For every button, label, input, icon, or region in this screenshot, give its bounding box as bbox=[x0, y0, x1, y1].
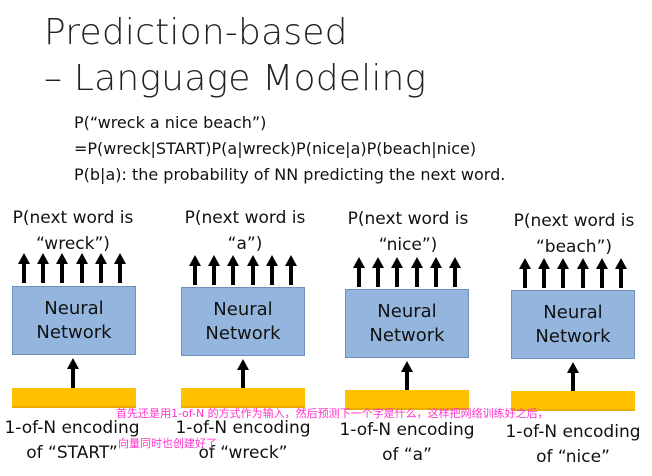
input-arrow-icon-1 bbox=[67, 358, 79, 388]
up-arrow-icon bbox=[614, 258, 627, 288]
slide-title: Prediction-based – Language Modeling bbox=[44, 10, 426, 102]
input-vector-bar-3 bbox=[345, 390, 469, 410]
next-word-label-1: P(next word is “wreck”) bbox=[12, 208, 134, 254]
encoding-label-4: 1-of-N encoding of “nice” bbox=[505, 422, 641, 467]
neural-network-box-1: Neural Network bbox=[12, 286, 136, 355]
encoding-label-1: 1-of-N encoding of “START” bbox=[4, 418, 140, 463]
neural-network-box-3: Neural Network bbox=[345, 289, 469, 358]
up-arrow-icon bbox=[189, 255, 201, 285]
up-arrow-icon bbox=[353, 257, 365, 287]
formula-line-2: =P(wreck|START)P(a|wreck)P(nice|a)P(beac… bbox=[74, 139, 477, 158]
formula-block: P(“wreck a nice beach”) =P(wreck|START)P… bbox=[74, 110, 505, 188]
annotation-line-2: 向量同时也创建好了 bbox=[118, 437, 217, 450]
up-arrow-icon bbox=[538, 258, 551, 288]
up-arrow-icon bbox=[94, 253, 107, 283]
next-word-label-4: P(next word is “beach”) bbox=[513, 211, 635, 257]
encoding-label-2: 1-of-N encoding of “wreck” bbox=[175, 418, 311, 463]
formula-line-3: P(b|a): the probability of NN predicting… bbox=[74, 165, 506, 184]
next-word-label-2: P(next word is “a”) bbox=[184, 208, 306, 254]
input-vector-bar-4 bbox=[511, 391, 635, 411]
annotation-line-1: 首先还是用1-of-N 的方式作为输入，然后预测下一个字是什么，这样把网络训练好… bbox=[116, 407, 549, 420]
up-arrow-icon bbox=[246, 255, 259, 285]
up-arrow-icon bbox=[113, 253, 126, 283]
input-arrow-icon-3 bbox=[401, 361, 413, 391]
up-arrow-icon bbox=[391, 257, 404, 287]
next-word-label-3: P(next word is “nice”) bbox=[347, 209, 469, 255]
output-arrows-2 bbox=[189, 255, 297, 285]
up-arrow-icon bbox=[284, 255, 297, 285]
up-arrow-icon bbox=[18, 253, 30, 283]
up-arrow-icon bbox=[227, 255, 240, 285]
formula-line-1: P(“wreck a nice beach”) bbox=[74, 113, 267, 132]
title-line-2: – Language Modeling bbox=[44, 58, 427, 99]
up-arrow-icon bbox=[265, 255, 278, 285]
up-arrow-icon bbox=[410, 257, 423, 287]
up-arrow-icon bbox=[448, 257, 461, 287]
up-arrow-icon bbox=[595, 258, 608, 288]
up-arrow-icon bbox=[372, 257, 385, 287]
neural-network-box-4: Neural Network bbox=[511, 290, 635, 359]
up-arrow-icon bbox=[429, 257, 442, 287]
up-arrow-icon bbox=[37, 253, 50, 283]
input-vector-bar-2 bbox=[181, 388, 305, 408]
input-arrow-icon-2 bbox=[237, 359, 249, 389]
up-arrow-icon bbox=[557, 258, 570, 288]
title-line-1: Prediction-based bbox=[44, 12, 348, 53]
up-arrow-icon bbox=[208, 255, 221, 285]
up-arrow-icon bbox=[576, 258, 589, 288]
encoding-label-3: 1-of-N encoding of “a” bbox=[339, 420, 475, 465]
input-vector-bar-1 bbox=[12, 388, 136, 408]
output-arrows-4 bbox=[519, 258, 627, 288]
input-arrow-icon-4 bbox=[567, 362, 579, 392]
output-arrows-3 bbox=[353, 257, 461, 287]
up-arrow-icon bbox=[519, 258, 531, 288]
neural-network-box-2: Neural Network bbox=[181, 287, 305, 356]
up-arrow-icon bbox=[56, 253, 69, 283]
up-arrow-icon bbox=[75, 253, 88, 283]
output-arrows-1 bbox=[18, 253, 126, 283]
